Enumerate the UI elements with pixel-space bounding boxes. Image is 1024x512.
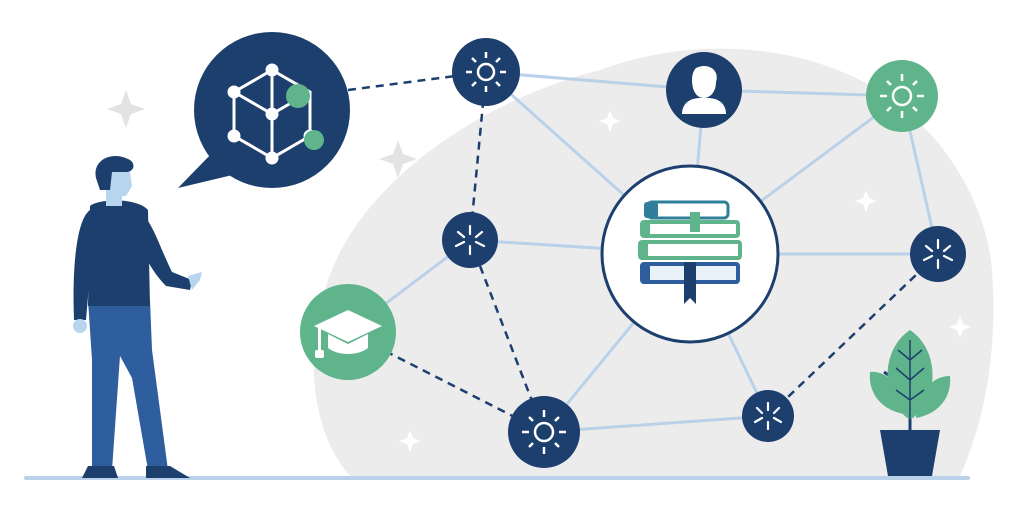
sparkle-icon: [379, 140, 417, 178]
sun-node-right: [866, 60, 938, 132]
speech-bubble-tail: [178, 150, 245, 188]
graduation-cap-icon: [314, 310, 382, 358]
person-shoe: [146, 466, 190, 478]
plant-leaf-veins: [895, 340, 925, 420]
star-icon: [753, 401, 783, 431]
plant-pot: [880, 430, 940, 476]
person-legs: [88, 300, 168, 470]
node-circle: [442, 212, 498, 268]
sparkle-icon: [107, 90, 145, 128]
sparkle-icon: [599, 110, 621, 132]
star-icon: [922, 238, 954, 270]
sun-icon: [522, 410, 566, 454]
sun-node-top: [452, 38, 520, 106]
node-circle: [508, 396, 580, 468]
star-icon: [454, 224, 486, 256]
person-arm: [136, 212, 192, 290]
person-hand: [73, 319, 87, 333]
plant-leaf: [869, 371, 904, 414]
star-node-bottom: [742, 390, 794, 442]
potted-plant: [869, 330, 951, 476]
books-icon: [638, 200, 742, 304]
solid-link: [543, 414, 769, 434]
star-node-left: [442, 212, 498, 268]
sun-icon: [466, 52, 506, 92]
cube-highlight-dot: [304, 130, 324, 150]
sparkle-icon: [855, 190, 877, 212]
node-circle: [866, 60, 938, 132]
dashed-link: [347, 330, 545, 434]
person-hair: [95, 156, 134, 190]
sun-icon: [880, 74, 924, 118]
cube-highlight-dot: [286, 84, 310, 108]
sun-node-bottom: [508, 396, 580, 468]
person-hand: [188, 272, 202, 290]
plant-leaf: [916, 376, 951, 418]
person-arm: [73, 210, 92, 320]
sparkle-decorations: [107, 90, 971, 452]
node-circle: [452, 38, 520, 106]
node-circle: [742, 390, 794, 442]
dashed-link: [767, 253, 939, 417]
user-icon: [682, 65, 726, 114]
star-node-right: [910, 226, 966, 282]
sparkle-icon: [949, 316, 971, 338]
books-hub-node: [600, 164, 780, 344]
person-torso: [88, 200, 150, 306]
sparkle-icon: [399, 430, 421, 452]
person: [73, 156, 202, 478]
graduation-node: [300, 284, 396, 380]
user-node: [666, 52, 742, 128]
node-circle: [910, 226, 966, 282]
person-shoe: [82, 466, 118, 478]
speech-bubble: [178, 32, 350, 188]
